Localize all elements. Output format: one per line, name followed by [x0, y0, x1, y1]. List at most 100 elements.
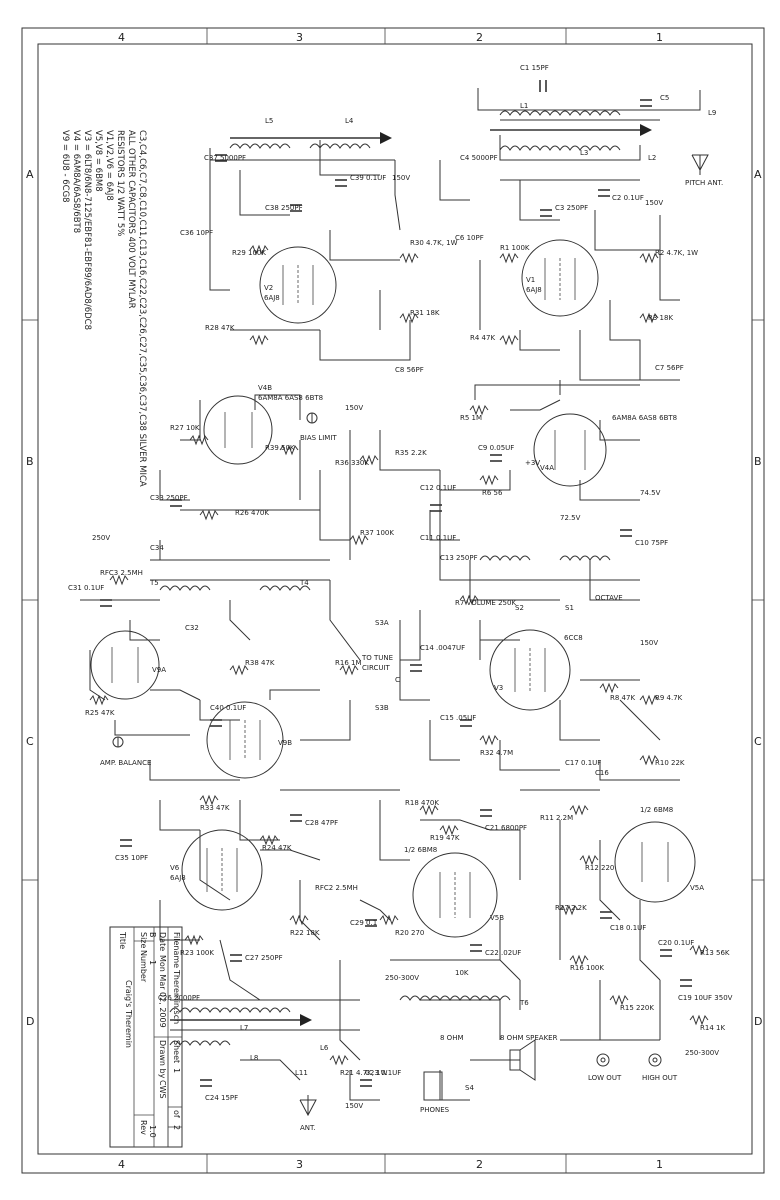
tube-v4a-type: 6AM8A 6AS8 6BT8: [612, 414, 677, 422]
label-c34: C34: [150, 544, 164, 552]
label-r32: R32 4.7M: [480, 749, 513, 757]
zone-row-left-c: C: [26, 735, 34, 748]
tube-v4a-id: V4A: [540, 464, 554, 472]
label-c1: C1 15PF: [520, 64, 549, 72]
label-r23: R23 100K: [180, 949, 214, 957]
title-block-text: Title Craig's Theremin Size B Number 1 R…: [118, 931, 181, 1138]
label-8ohm: 8 OHM: [440, 1034, 464, 1042]
label-150v-e: 150V: [345, 1102, 363, 1110]
label-c17: C17 0.1UF: [565, 759, 601, 767]
label-octave: OCTAVE: [595, 594, 623, 602]
label-c35: C35 10PF: [115, 854, 148, 862]
tube-v6-id: V6: [170, 864, 180, 872]
label-tune1: TO TUNE: [361, 654, 393, 662]
tube-v6: V6 6AJ8: [170, 829, 263, 911]
label-150v-d: 150V: [640, 639, 658, 647]
tube-v3-id: V3: [494, 684, 503, 692]
tube-v2: V2 6AJ8: [259, 246, 337, 324]
label-250v: 250V: [92, 534, 110, 542]
label-c-mark: C: [395, 676, 400, 684]
label-t6: T6: [519, 999, 529, 1007]
tube-v4b-type: 6AM8A 6AS8 6BT8: [258, 394, 323, 402]
zone-col-top-4: 4: [118, 31, 125, 44]
notes-block: C3,C4,C6,C7,C8,C10,C11,C13,C16,C22,C23,C…: [60, 130, 147, 487]
label-r5: R5 1M: [460, 414, 482, 422]
label-c4: C4 5000PF: [460, 154, 498, 162]
tube-v6-type: 6AJ8: [170, 874, 186, 882]
label-r11: R11 2.2M: [540, 814, 573, 822]
tb-file: Theremin.sch: [172, 969, 181, 1024]
label-r1: R1 100K: [500, 244, 530, 252]
label-c28: C28 47PF: [305, 819, 338, 827]
note-1: ALL OTHER CAPACITORS 400 VOLT MYLAR: [126, 130, 136, 309]
label-r13: R13 56K: [700, 949, 730, 957]
label-r25: R25 47K: [85, 709, 115, 717]
tb-of: 2: [172, 1125, 181, 1130]
zone-col-bottom-3: 3: [296, 1158, 303, 1171]
label-c33: C33 250PF: [150, 494, 188, 502]
label-c37: C37 5000PF: [204, 154, 246, 162]
coil-windings: [159, 110, 621, 1046]
label-r26: R26 470K: [235, 509, 269, 517]
label-r9: R9 4.7K: [655, 694, 683, 702]
label-r36: R36 330K: [335, 459, 369, 467]
label-r17: R17 2.2K: [555, 904, 587, 912]
zone-col-top-3: 3: [296, 31, 303, 44]
label-l7: L7: [240, 1024, 248, 1032]
label-t6-ohm: 10K: [455, 969, 469, 977]
title-block: [109, 926, 183, 1148]
note-7: V9 = 6U8 - 6CG8: [60, 130, 70, 203]
label-c12: C12 0.1UF: [420, 484, 456, 492]
label-t4: T4: [299, 579, 309, 587]
label-ant: ANT.: [300, 1124, 316, 1132]
label-rfc3: RFC3 2.5MH: [100, 569, 143, 577]
zone-row-right-b: B: [754, 455, 762, 468]
label-rfc2: RFC2 2.5MH: [315, 884, 358, 892]
inner-border: [37, 43, 753, 1155]
note-4: V5,V8 = 6BM8: [93, 130, 103, 192]
tb-file-label: Filename: [172, 932, 181, 968]
label-c32: C32: [185, 624, 199, 632]
label-150v-a: 150V: [645, 199, 663, 207]
label-r30: R30 4.7K, 1W: [410, 239, 458, 247]
label-r24: R24 47K: [262, 844, 292, 852]
label-l6: L6: [320, 1044, 329, 1052]
pitch-antenna-symbol: [691, 154, 709, 175]
label-725v: 72.5V: [560, 514, 581, 522]
label-r16b: R16 1M: [335, 659, 362, 667]
label-r7: R7 VOLUME 250K: [455, 599, 516, 607]
component-labels: C1 15PF C5 L9 PITCH ANT. L1 L3 L2 C4 500…: [68, 64, 733, 1132]
label-pitch-ant: PITCH ANT.: [685, 179, 723, 187]
pot-symbols: [112, 412, 318, 748]
label-l5: L5: [265, 117, 273, 125]
label-r3: R3 18K: [648, 314, 673, 322]
note-5: V3 = 6LT8/6N8-7125/EBF81-EBF89/6AD8/6DC8: [82, 130, 92, 330]
tb-sheet-label: Sheet: [172, 1040, 181, 1063]
label-r22: R22 18K: [290, 929, 320, 937]
label-c36: C36 10PF: [180, 229, 213, 237]
tube-v9b-id: V9B: [278, 739, 292, 747]
capacitor-symbols: [100, 80, 692, 1087]
label-s4: S4: [465, 1084, 474, 1092]
label-r14: R14 1K: [700, 1024, 725, 1032]
label-tune2: CIRCUIT: [362, 664, 391, 672]
label-c3: C3 250PF: [555, 204, 588, 212]
tb-number: 1: [148, 960, 157, 965]
tb-drawn-label: Drawn by: [158, 1040, 167, 1079]
tb-number-label: Number: [139, 950, 148, 983]
label-c21: C21 6800PF: [485, 824, 527, 832]
label-l8: L8: [250, 1054, 258, 1062]
resistor-symbols: [89, 244, 709, 1066]
output-jack-symbols: [596, 1053, 662, 1067]
label-l9: L9: [708, 109, 716, 117]
label-c18: C18 0.1UF: [610, 924, 646, 932]
label-r20: R20 270: [395, 929, 424, 937]
speaker-symbol: [509, 1039, 536, 1081]
label-c23: C23 0.1UF: [365, 1069, 401, 1077]
label-r15: R15 220K: [620, 1004, 654, 1012]
label-l1: L1: [520, 102, 528, 110]
tube-v3-type: 6CC8: [564, 634, 583, 642]
label-r2: R2 4.7K, 1W: [655, 249, 698, 257]
tube-v5a: V5A 1/2 6BM8: [614, 806, 704, 903]
variable-coil-arrows: [170, 124, 652, 1026]
